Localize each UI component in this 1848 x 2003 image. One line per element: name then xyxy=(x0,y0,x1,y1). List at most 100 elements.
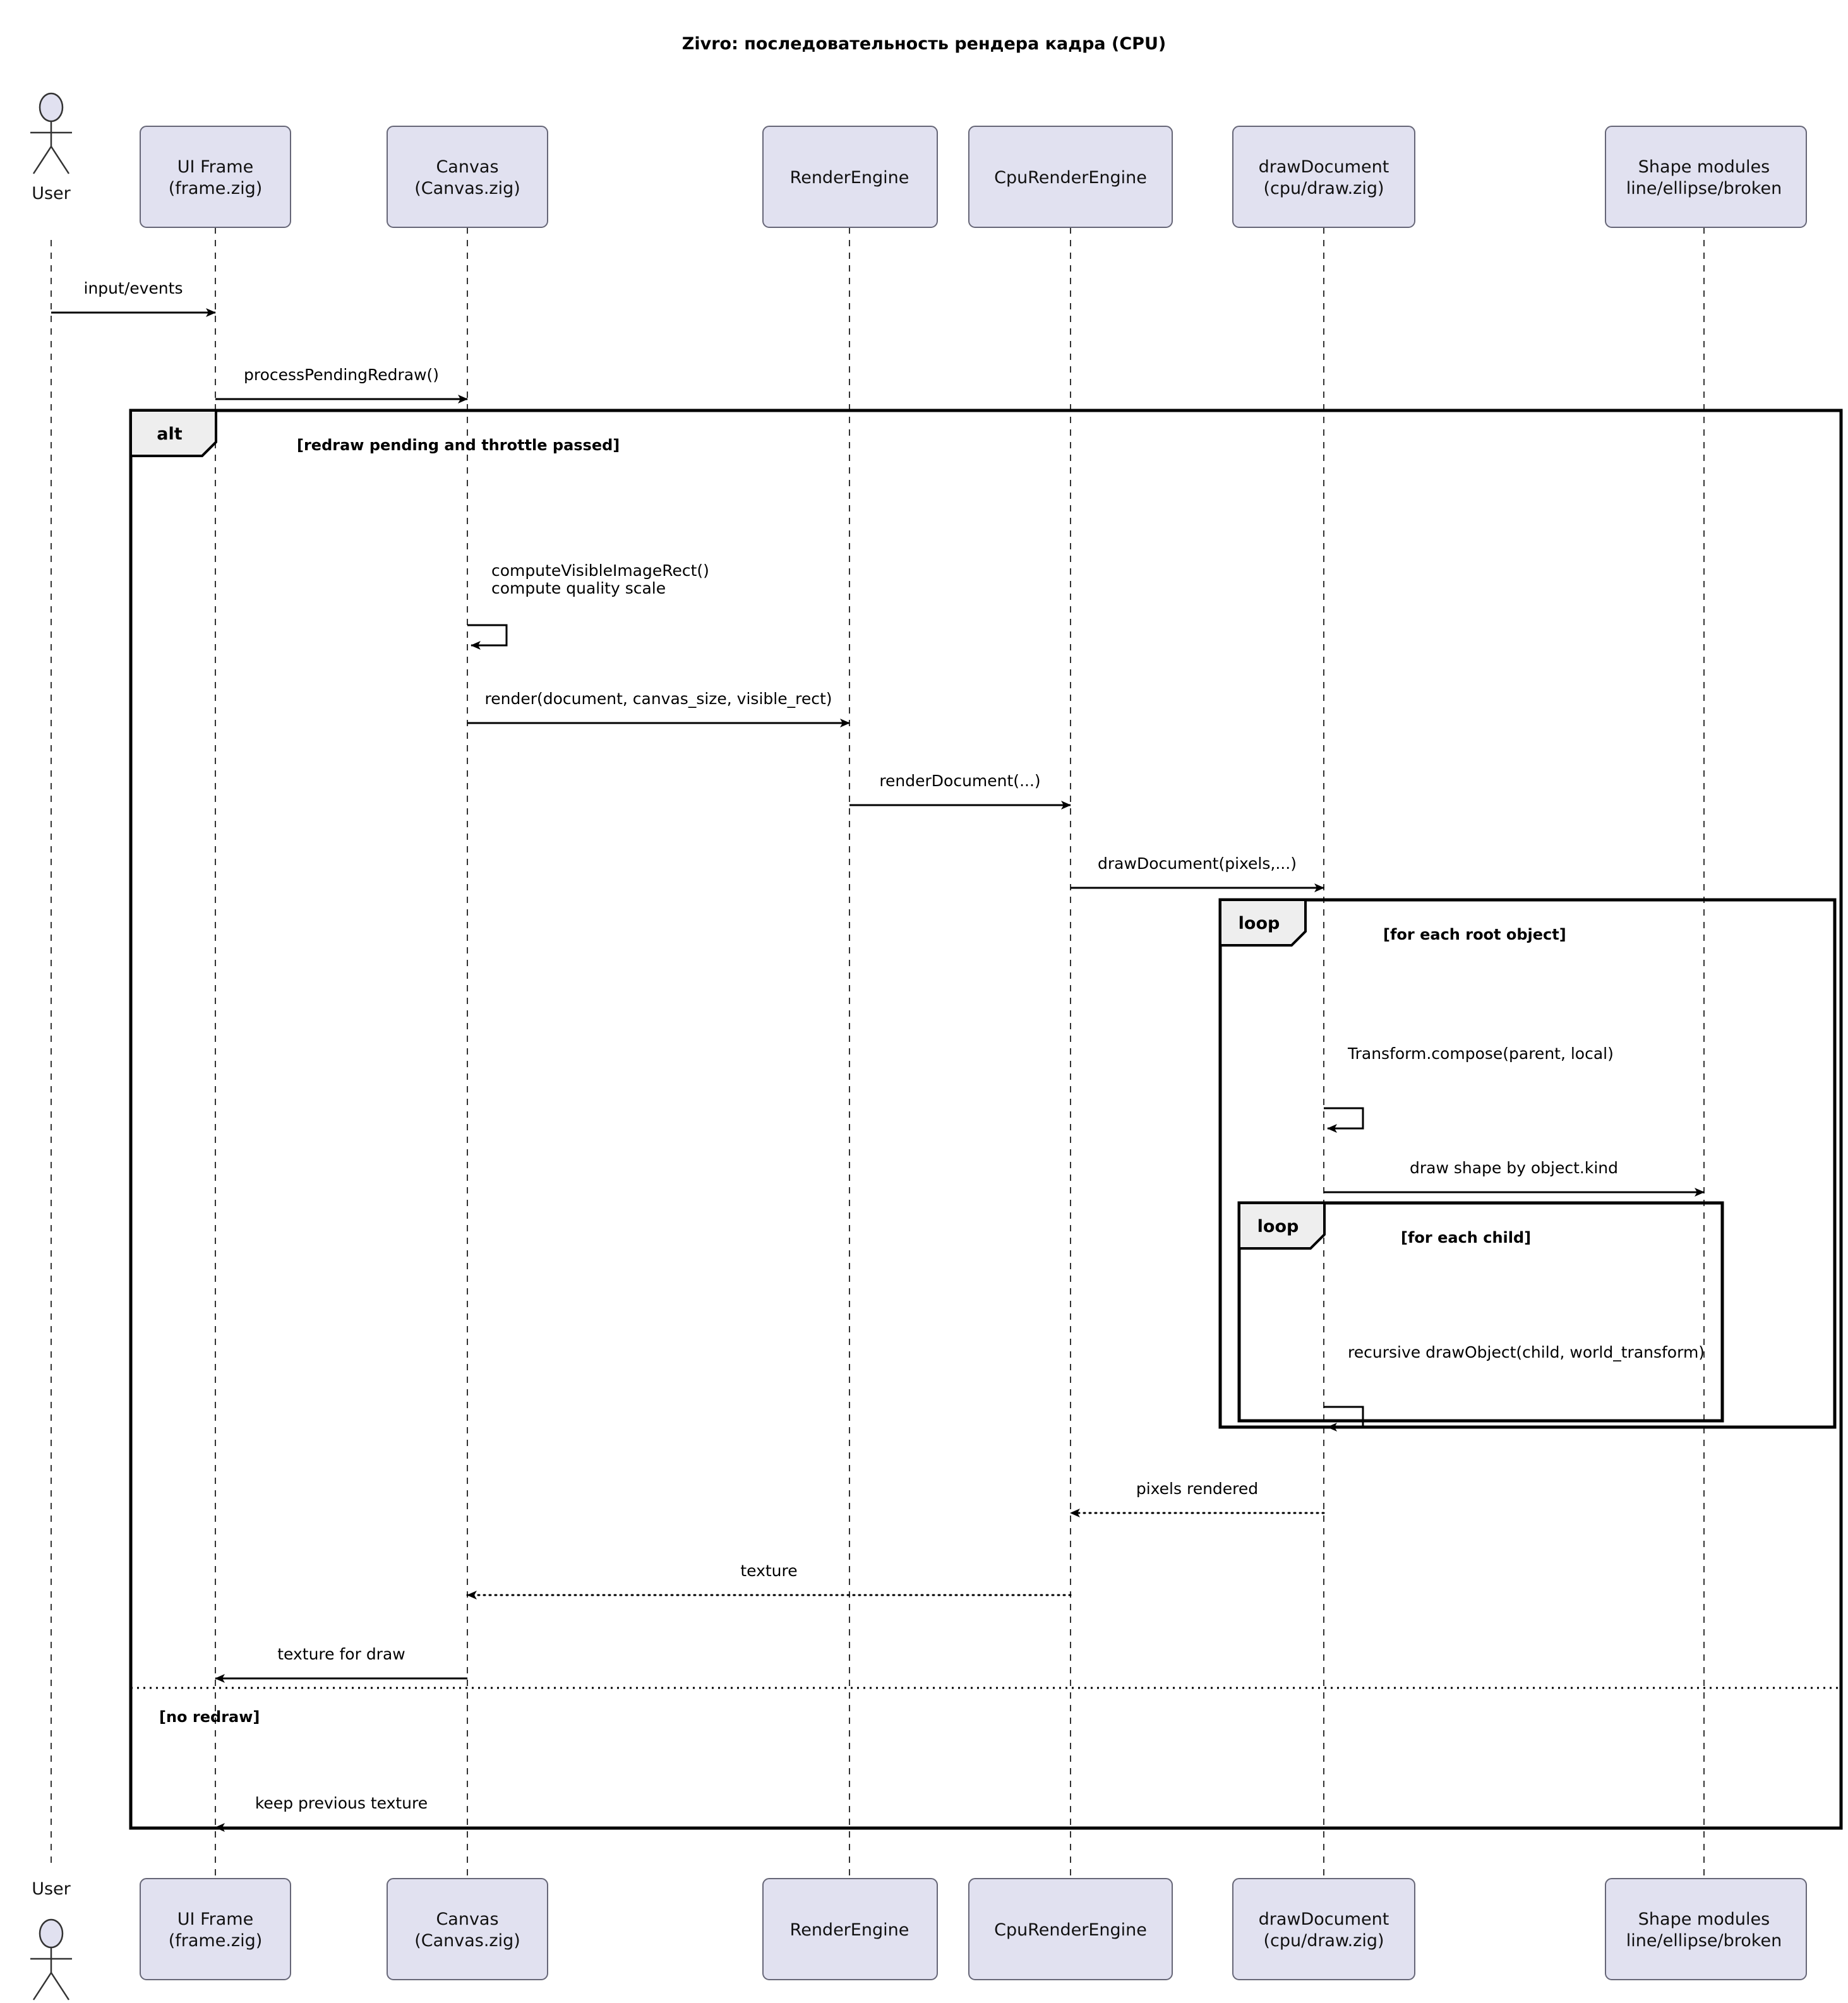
participant-label-cpu: CpuRenderEngine xyxy=(994,168,1147,188)
lifelines-layer xyxy=(51,227,1705,1879)
participant-label-draw: drawDocument xyxy=(1259,157,1389,177)
fragment-tab-alt-frame xyxy=(129,409,217,457)
message-label-m9: recursive drawObject(child, world_transf… xyxy=(1348,1343,1705,1361)
message-label-m3: compute quality scale xyxy=(491,579,666,597)
fragment-kind-label-loop-child: loop xyxy=(1257,1217,1299,1236)
participant-box-frame[interactable] xyxy=(140,1878,291,1980)
message-label-m1: input/events xyxy=(84,279,183,297)
actor-label-user: User xyxy=(32,1879,71,1899)
message-m5[interactable]: renderDocument(...) xyxy=(849,772,1071,810)
participant-label-frame: (frame.zig) xyxy=(169,179,263,198)
participant-label-frame: UI Frame xyxy=(177,157,253,177)
participant-label-draw: (cpu/draw.zig) xyxy=(1263,179,1384,198)
fragment-border-alt-frame xyxy=(129,409,1843,1830)
fragment-guard-label-alt-frame: [redraw pending and throttle passed] xyxy=(297,436,620,454)
participant-label-shape: Shape modules xyxy=(1638,157,1770,177)
message-m6[interactable]: drawDocument(pixels,...) xyxy=(1071,854,1324,892)
message-label-m11: texture xyxy=(740,1562,797,1580)
participant-cpu-top[interactable]: CpuRenderEngine xyxy=(968,126,1173,228)
fragment-guard-label-loop-child: [for each child] xyxy=(1401,1229,1531,1247)
actor-head-icon xyxy=(39,1918,64,1949)
message-m4[interactable]: render(document, canvas_size, visible_re… xyxy=(467,690,850,727)
message-label-m6: drawDocument(pixels,...) xyxy=(1098,854,1297,873)
message-label-m3: computeVisibleImageRect() xyxy=(491,561,709,580)
messages-layer: input/events processPendingRedraw() comput… xyxy=(51,279,1705,1832)
actor-user-top: User xyxy=(30,92,72,203)
participant-box-frame[interactable] xyxy=(140,126,291,228)
participant-label-render: RenderEngine xyxy=(790,1920,909,1940)
message-label-m13: keep previous texture xyxy=(255,1794,428,1812)
participant-label-cpu: CpuRenderEngine xyxy=(994,1920,1147,1940)
participant-frame-top[interactable]: UI Frame (frame.zig) xyxy=(140,126,291,228)
participant-frame-bottom[interactable]: UI Frame (frame.zig) xyxy=(140,1878,291,1980)
participant-label-canvas: (Canvas.zig) xyxy=(414,179,520,198)
participant-draw-bottom[interactable]: drawDocument (cpu/draw.zig) xyxy=(1232,1878,1415,1980)
page-title: Zivro: последовательность рендера кадра … xyxy=(682,34,1166,54)
participant-label-canvas: (Canvas.zig) xyxy=(414,1931,520,1951)
participant-box-canvas[interactable] xyxy=(387,1878,548,1980)
fragment-border-loop-root xyxy=(1218,898,1837,1429)
message-label-m10: pixels rendered xyxy=(1136,1480,1258,1498)
actor-leg-left xyxy=(32,1972,52,2000)
message-m7[interactable]: Transform.compose(parent, local) xyxy=(1324,1044,1614,1133)
participant-canvas-bottom[interactable]: Canvas (Canvas.zig) xyxy=(387,1878,548,1980)
actor-label-user: User xyxy=(32,184,71,203)
participant-label-frame: (frame.zig) xyxy=(169,1931,263,1951)
participant-label-draw: drawDocument xyxy=(1259,1910,1389,1929)
fragment-tab-loop-root xyxy=(1219,899,1307,947)
participant-box-cpu[interactable] xyxy=(968,126,1173,228)
message-label-m7: Transform.compose(parent, local) xyxy=(1347,1044,1614,1063)
participant-render-top[interactable]: RenderEngine xyxy=(762,126,938,228)
actor-head-icon xyxy=(39,92,64,123)
participant-box-draw[interactable] xyxy=(1232,1878,1415,1980)
message-arrow-m7[interactable] xyxy=(1324,1107,1364,1133)
participants-layer: User UI Frame (frame.zig) Canvas (Canvas.zig… xyxy=(30,92,1807,2000)
message-arrow-m9[interactable] xyxy=(1324,1406,1364,1432)
participant-box-canvas[interactable] xyxy=(387,126,548,228)
fragment-kind-label-alt-frame: alt xyxy=(157,424,182,444)
fragment-tab-loop-child xyxy=(1238,1202,1326,1250)
participant-box-render[interactable] xyxy=(762,1878,938,1980)
actor-user-bottom: User xyxy=(30,1879,72,2000)
participant-draw-top[interactable]: drawDocument (cpu/draw.zig) xyxy=(1232,126,1415,228)
participant-label-shape: line/ellipse/broken xyxy=(1626,1931,1782,1951)
participant-label-frame: UI Frame xyxy=(177,1910,253,1929)
message-label-m4: render(document, canvas_size, visible_re… xyxy=(485,690,832,708)
participant-shape-top[interactable]: Shape modules line/ellipse/broken xyxy=(1605,126,1807,228)
participant-box-cpu[interactable] xyxy=(968,1878,1173,1980)
participant-label-render: RenderEngine xyxy=(790,168,909,188)
message-m13[interactable]: keep previous texture xyxy=(215,1794,467,1832)
participant-cpu-bottom[interactable]: CpuRenderEngine xyxy=(968,1878,1173,1980)
message-m11[interactable]: texture xyxy=(466,1562,1072,1599)
actor-leg-left xyxy=(32,146,52,174)
message-m8[interactable]: draw shape by object.kind xyxy=(1324,1159,1705,1197)
message-m1[interactable]: input/events xyxy=(51,279,216,317)
fragments-layer: alt [redraw pending and throttle passed] [… xyxy=(129,409,1843,1830)
participant-box-shape[interactable] xyxy=(1605,1878,1807,1980)
message-m9[interactable]: recursive drawObject(child, world_transf… xyxy=(1324,1343,1705,1432)
message-label-m2: processPendingRedraw() xyxy=(244,366,439,384)
fragment-border-loop-child xyxy=(1237,1201,1724,1423)
fragment-else-guard-alt-frame: [no redraw] xyxy=(159,1708,260,1726)
message-m10[interactable]: pixels rendered xyxy=(1069,1480,1325,1517)
fragment-loop-root: loop[for each root object] xyxy=(1218,898,1837,1429)
participant-box-render[interactable] xyxy=(762,126,938,228)
participant-render-bottom[interactable]: RenderEngine xyxy=(762,1878,938,1980)
message-label-m5: renderDocument(...) xyxy=(879,772,1040,790)
participant-label-draw: (cpu/draw.zig) xyxy=(1263,1931,1384,1951)
participant-box-shape[interactable] xyxy=(1605,126,1807,228)
participant-label-canvas: Canvas xyxy=(436,1910,498,1929)
message-label-m12: texture for draw xyxy=(277,1645,405,1663)
fragment-alt-frame: alt [redraw pending and throttle passed] [… xyxy=(129,409,1843,1830)
actor-leg-right xyxy=(50,146,70,174)
message-m12[interactable]: texture for draw xyxy=(215,1645,467,1683)
participant-canvas-top[interactable]: Canvas(Canvas.zig) xyxy=(387,126,548,228)
participant-label-shape: line/ellipse/broken xyxy=(1626,179,1782,198)
message-m3[interactable]: computeVisibleImageRect()compute quality… xyxy=(467,561,709,650)
message-m2[interactable]: processPendingRedraw() xyxy=(215,366,468,404)
message-arrow-m3[interactable] xyxy=(467,624,508,650)
participant-box-draw[interactable] xyxy=(1232,126,1415,228)
actor-leg-right xyxy=(50,1972,70,2000)
